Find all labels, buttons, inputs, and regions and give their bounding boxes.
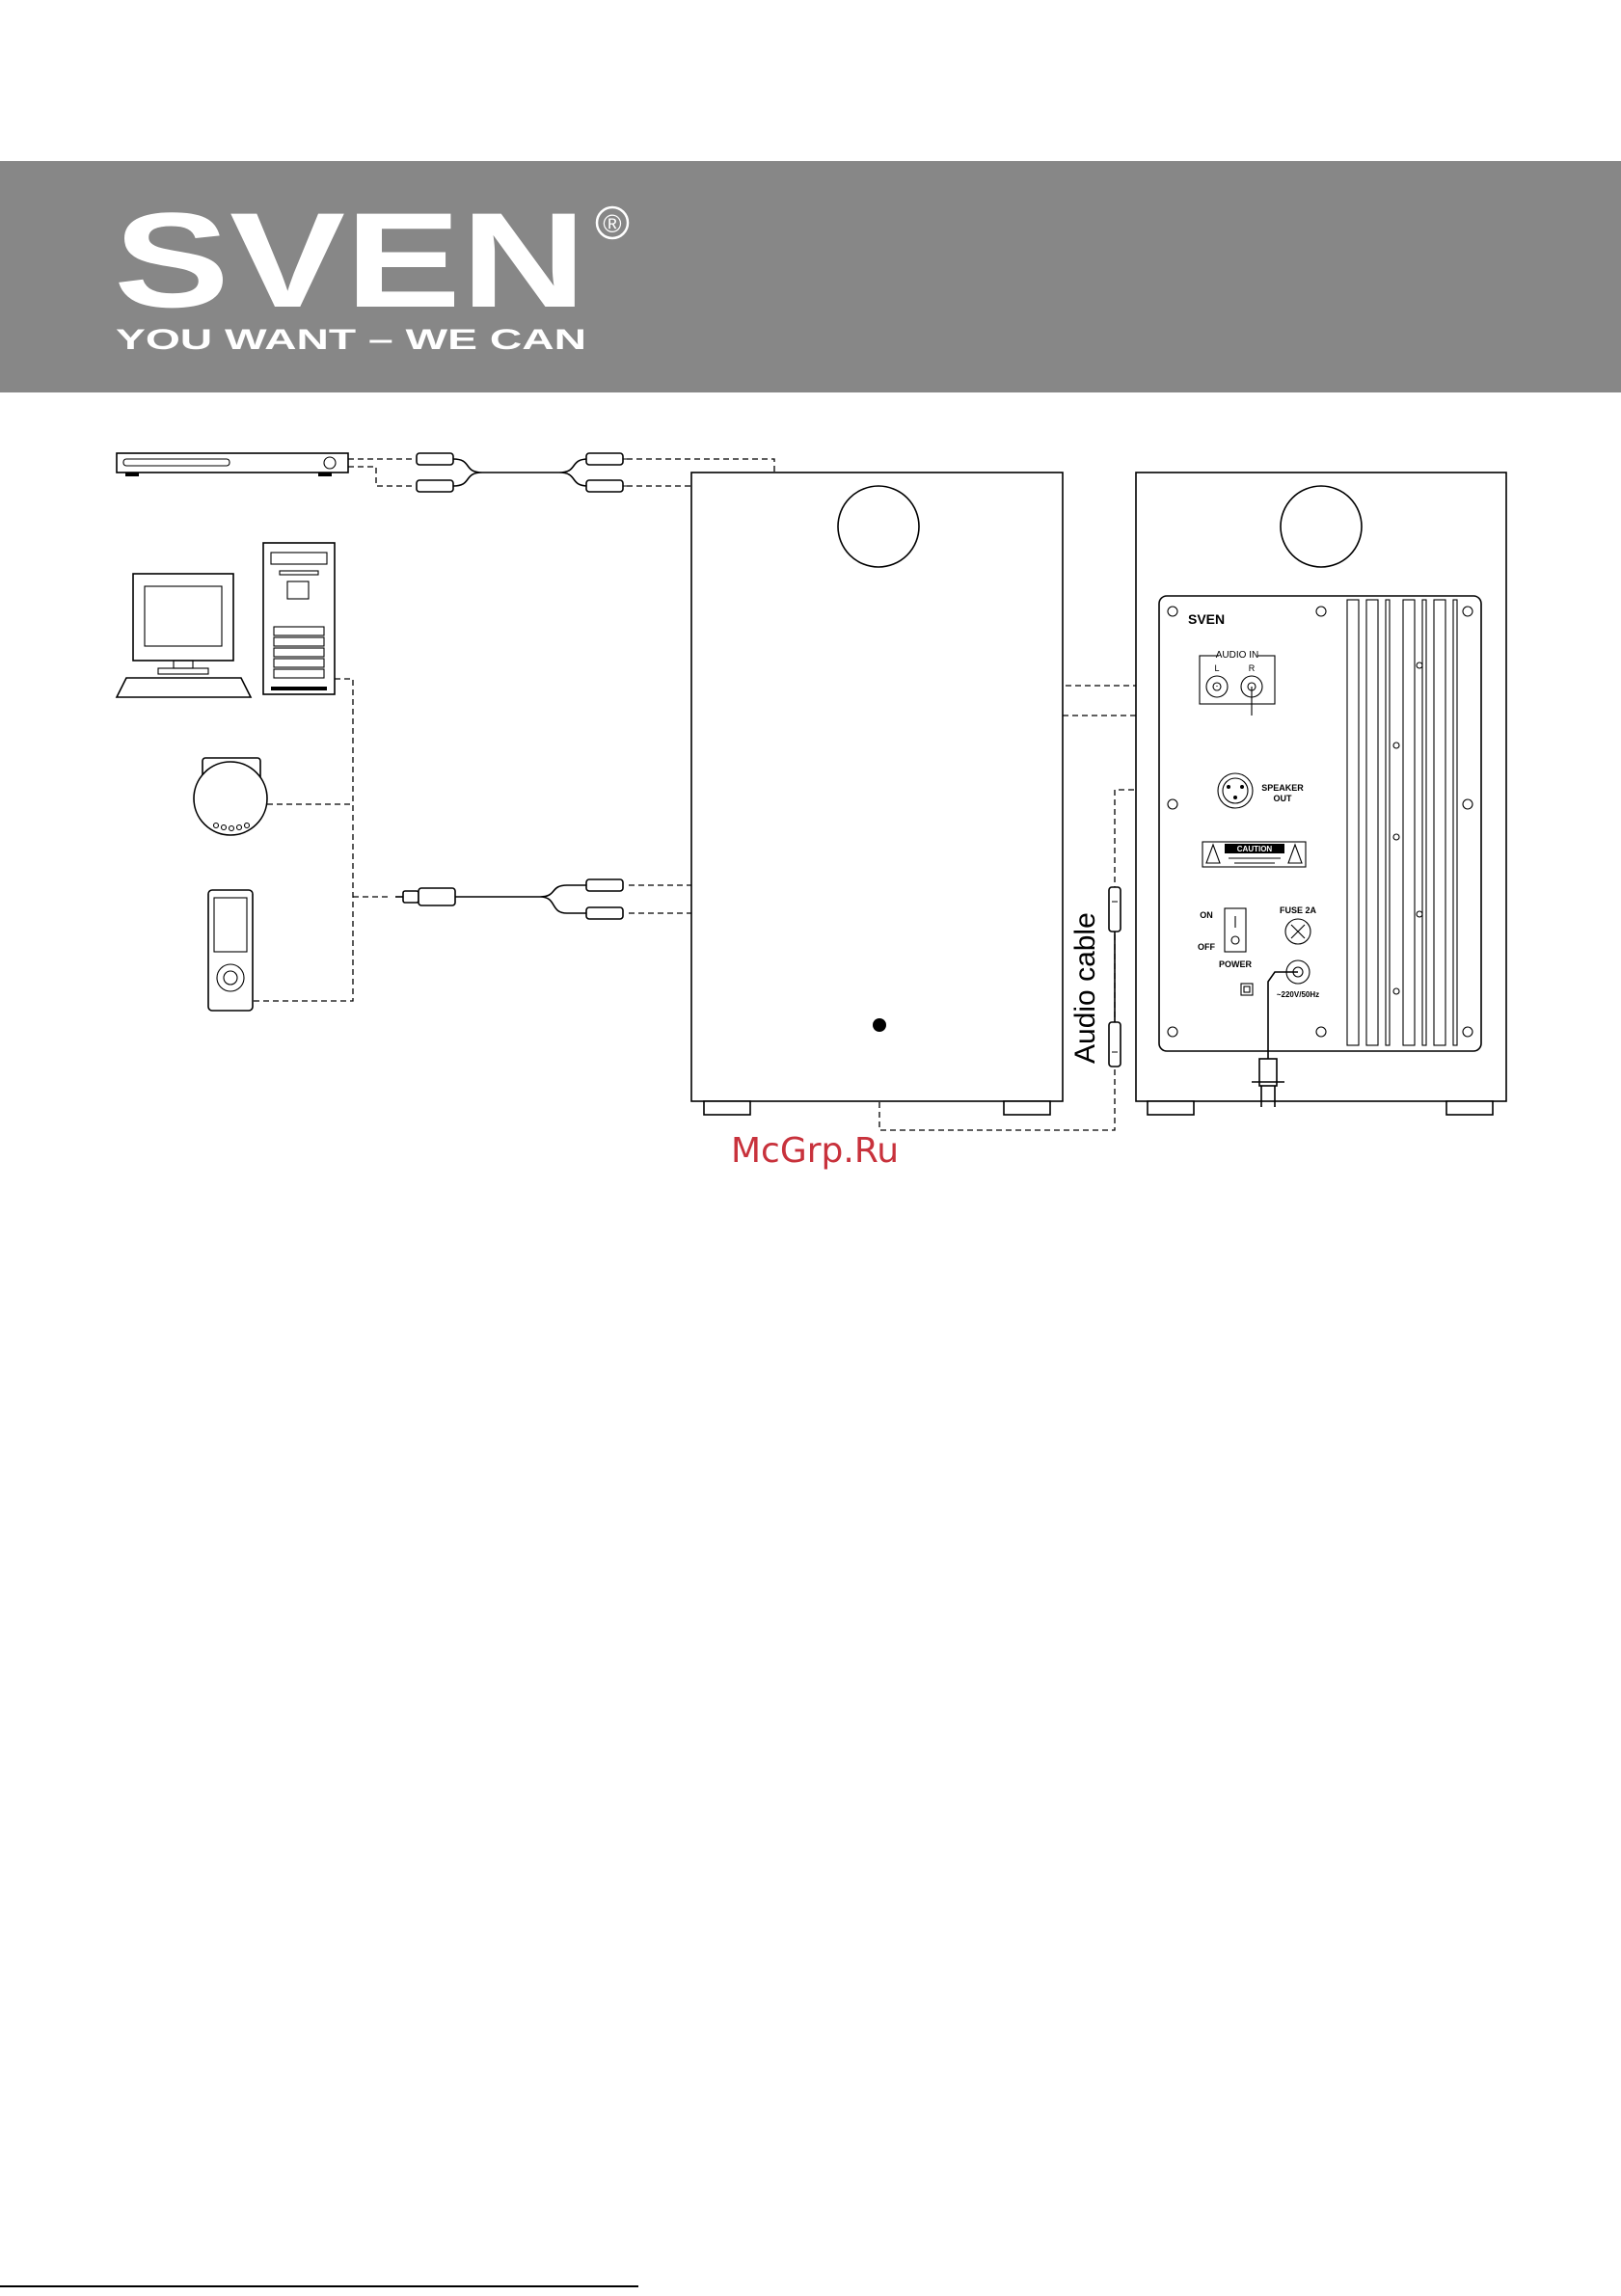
rca-cable-icon [417, 453, 629, 492]
power-off-label: OFF [1198, 942, 1215, 952]
power-on-label: ON [1200, 910, 1213, 920]
registered-mark: ® [603, 209, 621, 238]
cd-player-icon [194, 758, 267, 835]
audio-cable-label: Audio cable [1069, 912, 1101, 1064]
desktop-computer-icon [117, 543, 335, 697]
panel-brand: SVEN [1188, 611, 1225, 627]
speaker-out-label-2: OUT [1274, 794, 1293, 803]
speaker-cable-icon [1109, 887, 1121, 1067]
sven-logo: SVEN ® YOU WANT – WE CAN [114, 184, 628, 356]
power-label: POWER [1219, 959, 1253, 969]
logo-text: SVEN [114, 184, 586, 336]
footer-rule [0, 2285, 638, 2287]
mains-label: ~220V/50Hz [1277, 990, 1319, 999]
dvd-player-icon [117, 453, 348, 476]
audio-in-right-label: R [1249, 663, 1256, 673]
mp3-player-icon [208, 890, 253, 1011]
audio-in-label: AUDIO IN [1216, 650, 1258, 661]
speaker-out-label: SPEAKER [1261, 783, 1304, 793]
watermark: McGrp.Ru [731, 1131, 899, 1171]
logo-tagline: YOU WANT – WE CAN [116, 324, 586, 356]
minijack-cable-icon [395, 879, 623, 919]
caution-label: CAUTION [1237, 845, 1273, 853]
audio-in-left-label: L [1214, 663, 1219, 673]
passive-speaker [691, 473, 1063, 1115]
rear-panel: SVEN AUDIO IN L R SPEAKER OUT CAUTION ON… [1159, 596, 1481, 1051]
fuse-label: FUSE 2A [1280, 905, 1317, 915]
